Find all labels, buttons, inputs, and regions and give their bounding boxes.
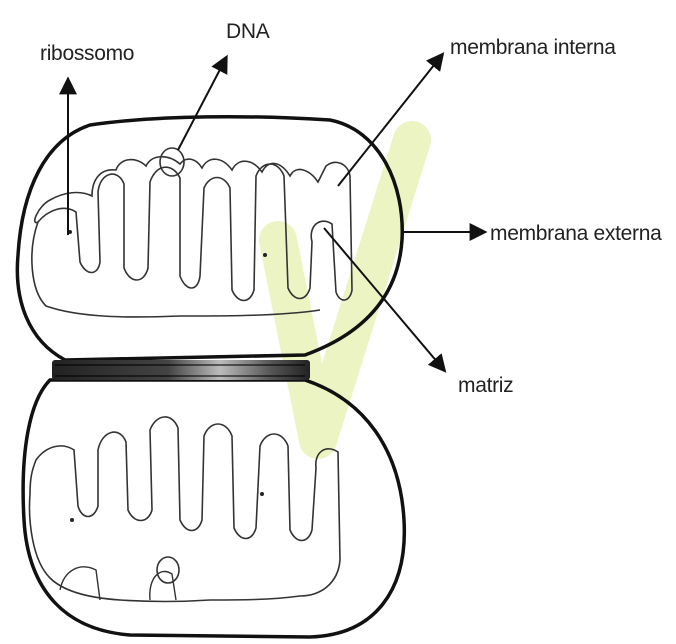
arrow-dna <box>178 58 226 150</box>
ribosome-dot <box>260 492 264 496</box>
label-ribossomo: ribossomo <box>40 42 134 66</box>
label-membrana-interna: membrana interna <box>450 36 616 60</box>
dna-circle-bottom <box>157 557 179 583</box>
inner-membrane-bottom <box>30 417 340 602</box>
label-matriz: matriz <box>458 374 513 398</box>
label-membrana-externa: membrana externa <box>490 222 661 246</box>
ribosome-dot <box>70 518 74 522</box>
label-dna: DNA <box>226 20 269 44</box>
membrane-junction-band <box>52 360 310 380</box>
ribosome-dot <box>263 253 267 257</box>
dna-circle <box>160 148 184 176</box>
watermark-mark <box>278 140 412 440</box>
outer-membrane-bottom <box>23 380 404 637</box>
